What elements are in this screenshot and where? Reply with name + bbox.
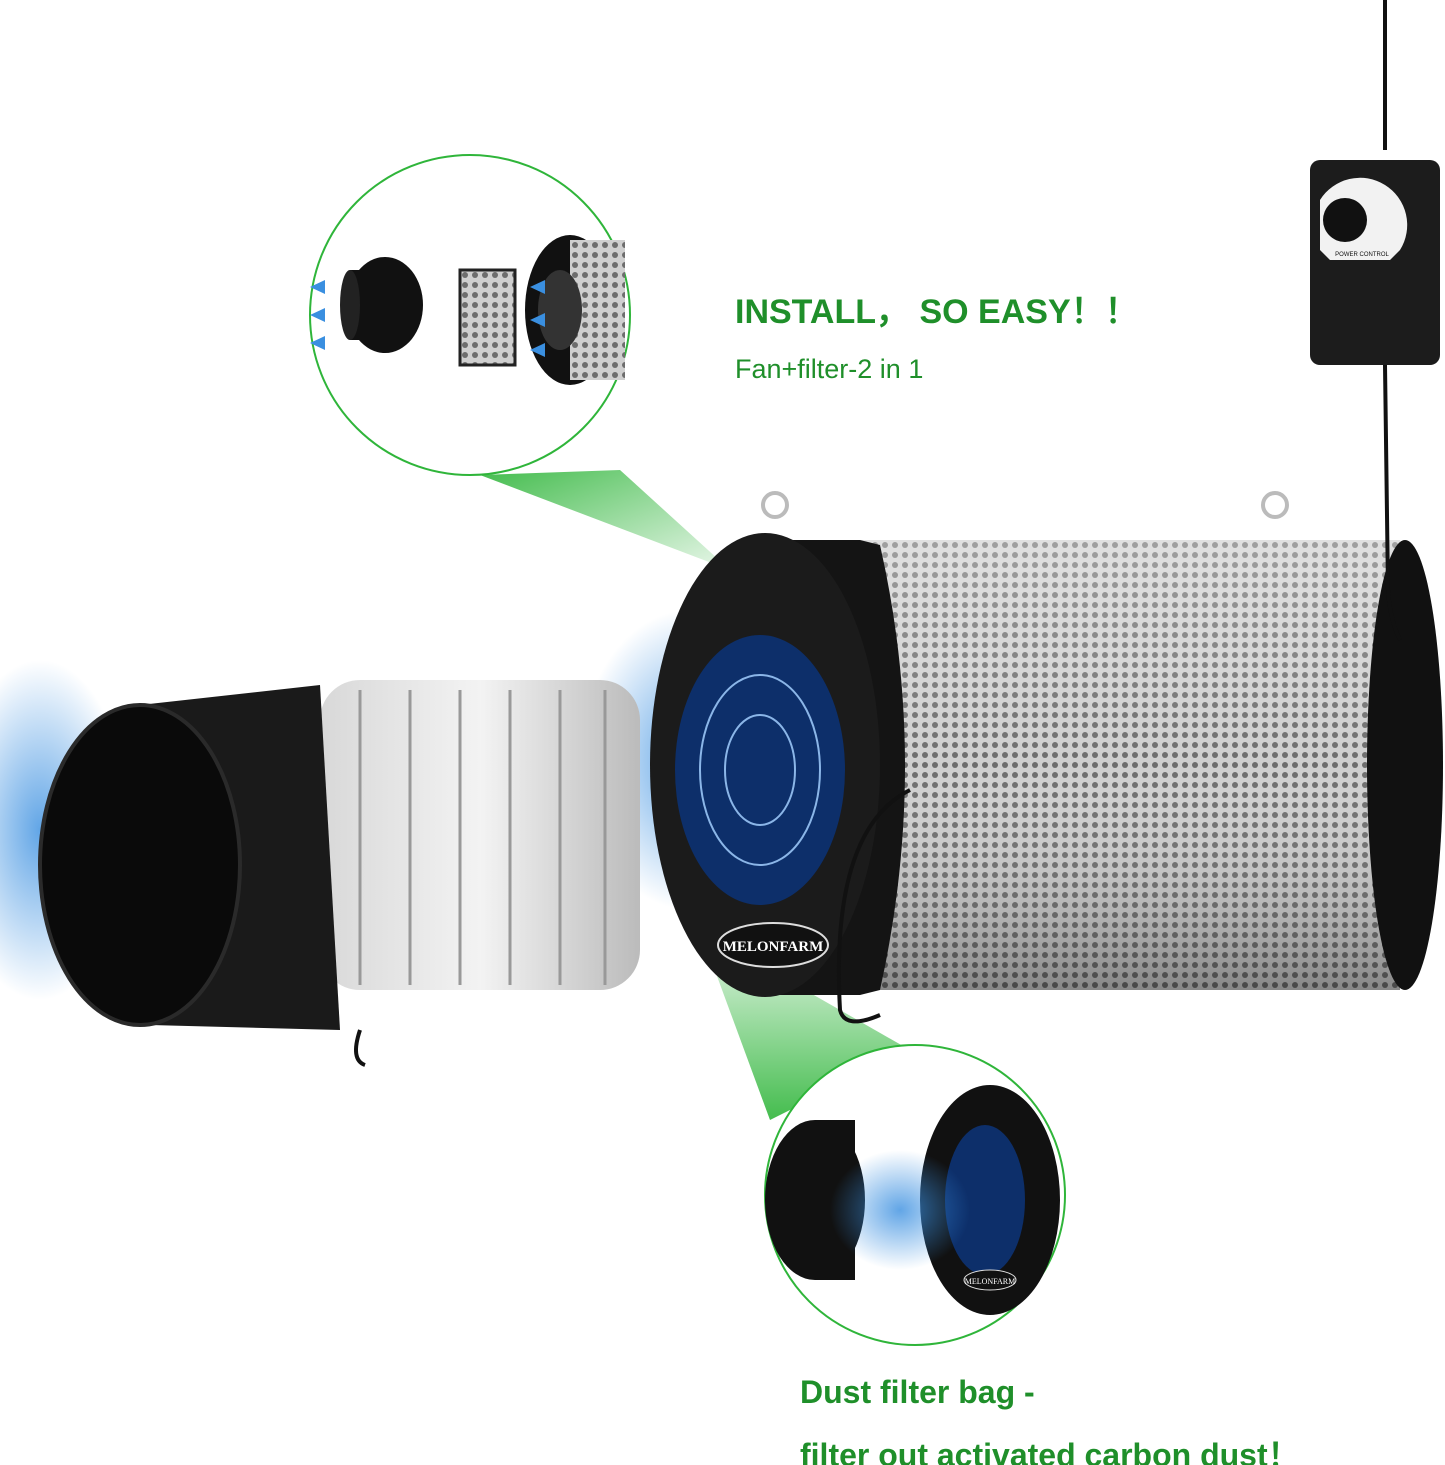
callout-cone-top [480, 470, 730, 570]
headline: INSTALL， SO EASY！！ [735, 293, 1139, 331]
foil-duct [320, 680, 640, 990]
hanging-hook [1261, 491, 1289, 519]
subheadline: Fan+filter-2 in 1 [735, 354, 924, 384]
speed-knob[interactable] [1323, 198, 1367, 242]
brand-logo [717, 922, 829, 968]
brand-logo-small: MELONFARM [965, 1277, 1016, 1286]
controller-label: POWER CONTROL [1335, 252, 1389, 258]
dust-filter-title: Dust filter bag - [800, 1374, 1035, 1410]
power-cable [1383, 0, 1402, 641]
dust-filter-caption: filter out activated carbon dust！ [800, 1437, 1300, 1465]
hanging-hook [761, 491, 789, 519]
brand-logo-text: MELONFARM [723, 939, 824, 955]
